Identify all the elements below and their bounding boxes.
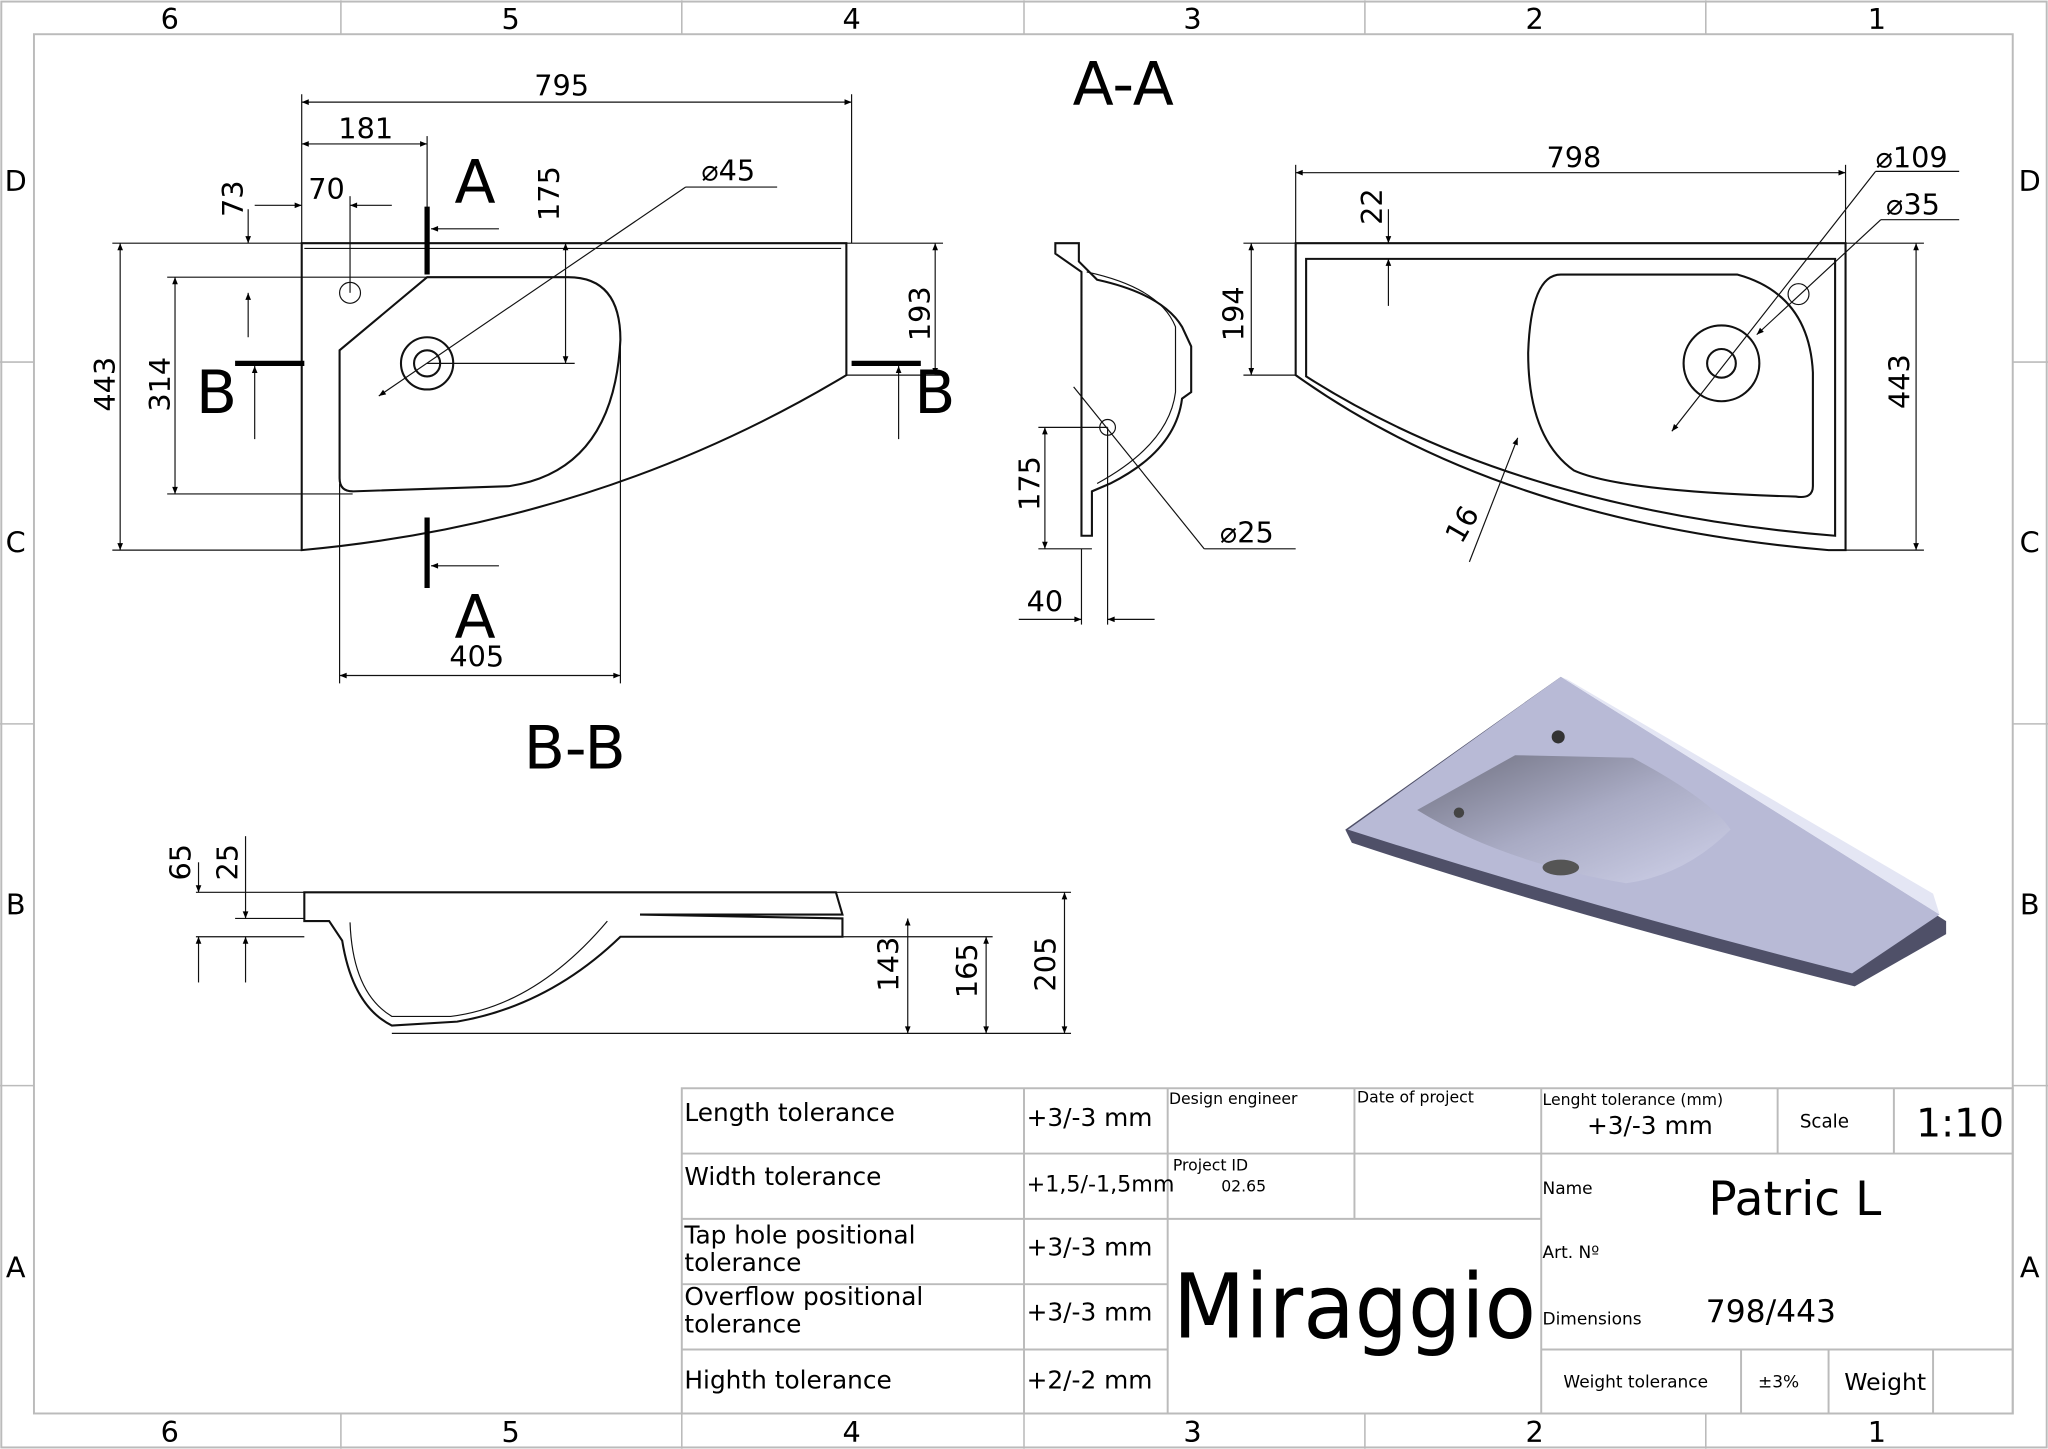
row-label: A [6,1251,26,1285]
weight-tolerance-label: Weight tolerance [1563,1372,1708,1392]
column-label: 2 [1526,2,1544,36]
project-id-value: 02.65 [1221,1176,1266,1195]
tolerance-label: Highth tolerance [684,1366,891,1395]
top-view: A A B B 795 181 70 73 175 ⌀45 443 314 19… [88,69,956,684]
tolerance-value: +3/-3 mm [1027,1232,1153,1261]
column-label: 3 [1183,2,1201,36]
row-label: B [6,888,26,922]
column-label: 1 [1868,2,1886,36]
design-engineer-label: Design engineer [1169,1089,1298,1108]
weight-label: Weight [1844,1368,1926,1396]
column-label: 4 [842,1415,860,1449]
sink-3d-render [1345,676,1947,987]
row-label: A [2020,1251,2040,1285]
length-tolerance-value: +3/-3 mm [1587,1111,1713,1140]
dim-205: 205 [1028,937,1062,992]
column-label: 5 [502,2,520,36]
dim-45: ⌀45 [701,153,755,187]
dim-70: 70 [308,172,345,206]
row-label: B [2020,888,2040,922]
row-label: D [5,164,27,198]
cut-label-a-top: A [455,148,496,218]
weight-tolerance-value: ±3% [1758,1372,1799,1392]
cut-label-b-left: B [196,358,237,428]
dim-73: 73 [216,181,250,218]
dim-16: 16 [1438,500,1486,549]
section-aa-title: A-A [1073,50,1174,120]
dim-175-aa: 175 [1013,456,1047,511]
art-no-label: Art. Nº [1543,1243,1600,1263]
tolerance-value: +2/-2 mm [1027,1366,1153,1395]
row-label: D [2019,164,2041,198]
dim-795: 795 [534,69,589,103]
dimensions-label: Dimensions [1543,1310,1642,1330]
dim-25-bb: 25 [211,844,245,881]
dim-181: 181 [338,112,393,146]
tolerance-value: +3/-3 mm [1027,1298,1153,1327]
tolerance-label: Width tolerance [684,1162,881,1191]
brand-logo: Miraggio [1173,1256,1536,1359]
product-name: Patric L [1708,1172,1881,1227]
scale-value: 1:10 [1916,1102,2004,1147]
dim-40: 40 [1027,585,1064,619]
dim-443: 443 [88,357,122,412]
column-label: 2 [1526,1415,1544,1449]
dimensions-value: 798/443 [1706,1294,1836,1330]
date-label: Date of project [1357,1088,1474,1107]
section-aa-view: A-A 175 40 ⌀25 [1013,50,1296,625]
dim-798: 798 [1546,140,1601,174]
tolerance-label: Length tolerance [684,1098,894,1127]
row-label: C [2020,526,2040,560]
dim-405: 405 [449,639,504,673]
dim-165: 165 [950,943,984,998]
dim-175: 175 [532,166,566,221]
dim-65: 65 [164,844,198,881]
dim-22: 22 [1355,188,1389,225]
column-label: 1 [1868,1415,1886,1449]
section-bb-view: B-B 65 25 143 165 205 [164,713,1072,1034]
tolerance-value: +1,5/-1,5mm [1027,1171,1175,1197]
section-bb-title: B-B [524,713,626,783]
column-label: 6 [161,2,179,36]
dim-193: 193 [903,286,937,341]
project-id-label: Project ID [1173,1156,1248,1175]
scale-label: Scale [1800,1111,1849,1132]
title-block: Length tolerance Width tolerance Tap hol… [680,1087,2014,1415]
cut-label-a-bottom: A [455,583,496,653]
row-label: C [6,526,26,560]
tolerance-value: +3/-3 mm [1027,1103,1153,1132]
name-label: Name [1543,1179,1593,1199]
rear-view: 798 ⌀109 ⌀35 22 194 443 16 [1216,140,1960,563]
dim-35: ⌀35 [1886,187,1940,221]
column-label: 3 [1183,1415,1201,1449]
cut-label-b-right: B [914,358,955,428]
dim-109: ⌀109 [1876,140,1948,174]
dim-443-right: 443 [1883,354,1917,409]
dim-25: ⌀25 [1220,515,1274,549]
column-label: 5 [502,1415,520,1449]
column-label: 4 [842,2,860,36]
dim-194: 194 [1216,286,1250,341]
length-tolerance-label: Lenght tolerance (mm) [1543,1090,1724,1109]
dim-143: 143 [872,937,906,992]
column-label: 6 [161,1415,179,1449]
dim-314: 314 [143,357,177,412]
